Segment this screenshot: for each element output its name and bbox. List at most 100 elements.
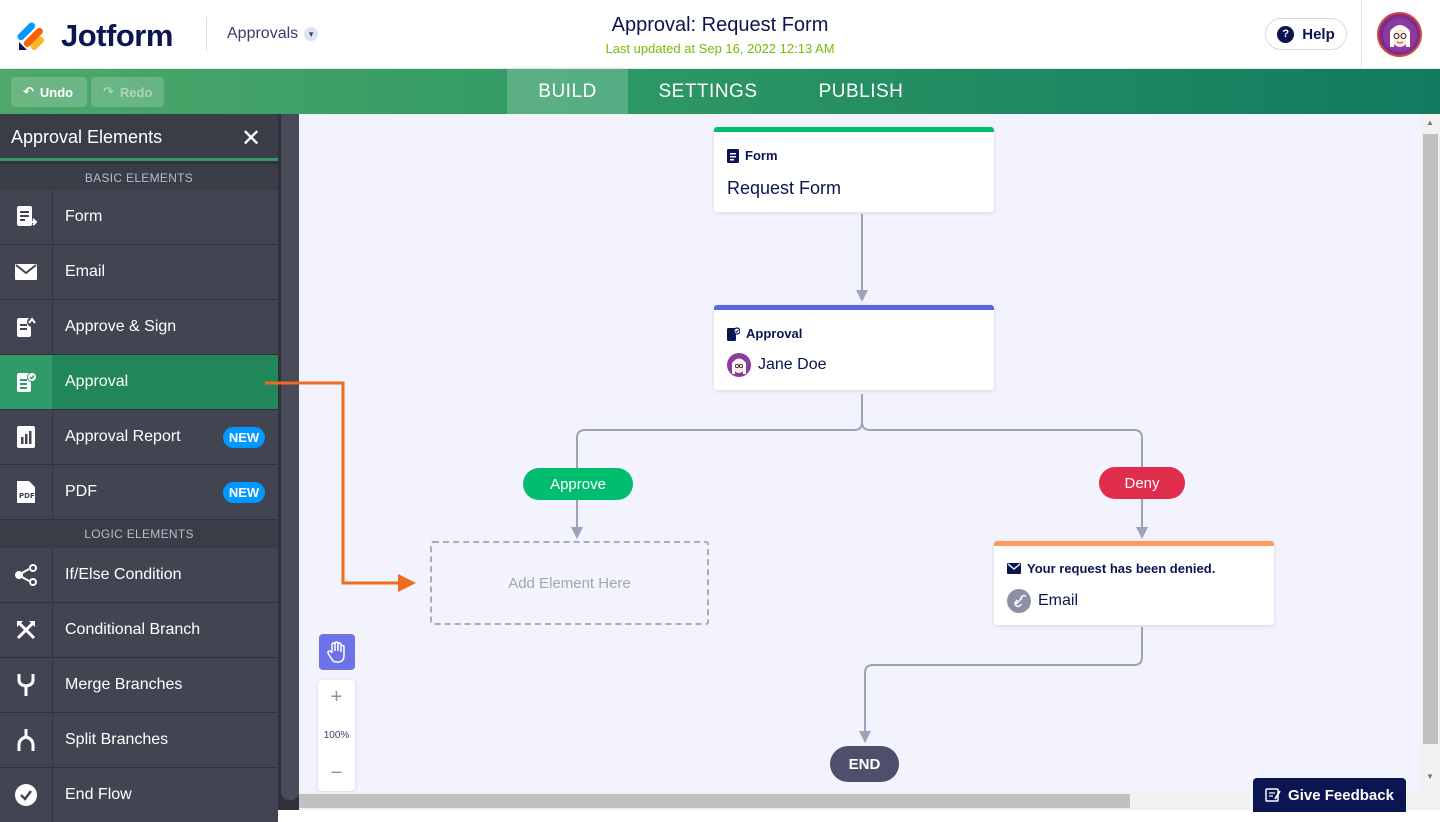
node-value: Email <box>1007 589 1078 613</box>
deny-branch-label[interactable]: Deny <box>1099 467 1185 499</box>
section-logic-elements: LOGIC ELEMENTS <box>0 520 278 548</box>
pdf-icon: PDF <box>0 465 53 519</box>
sidebar-item-merge-branches[interactable]: Merge Branches <box>0 658 278 712</box>
link-icon <box>1007 589 1031 613</box>
sidebar-item-label: Approval <box>65 373 129 390</box>
condition-icon <box>0 548 53 602</box>
sidebar-item-label: PDF <box>65 483 97 500</box>
close-icon[interactable]: ✕ <box>241 125 262 152</box>
node-color-bar <box>714 127 994 132</box>
form-node[interactable]: Form Request Form <box>714 127 994 212</box>
approval-icon <box>727 326 740 341</box>
last-updated: Last updated at Sep 16, 2022 12:13 AM <box>605 41 835 56</box>
approval-node[interactable]: Approval Jane Doe <box>714 305 994 390</box>
node-type-label: Form <box>745 148 778 163</box>
sidebar-item-form[interactable]: Form <box>0 190 278 244</box>
approve-branch-label[interactable]: Approve <box>523 468 633 500</box>
sidebar-header: Approval Elements ✕ <box>0 114 278 161</box>
form-icon <box>727 148 739 163</box>
help-button[interactable]: ? Help <box>1265 18 1347 50</box>
sidebar-item-label: Merge Branches <box>65 676 183 693</box>
form-icon <box>0 190 53 244</box>
zoom-level: 100% <box>323 730 350 741</box>
sidebar-item-label: Email <box>65 263 106 280</box>
title-block: Approval: Request Form Last updated at S… <box>520 14 920 56</box>
header-divider-right <box>1361 0 1362 69</box>
assignee-avatar <box>727 353 751 377</box>
section-basic-elements: BASIC ELEMENTS <box>0 164 278 192</box>
give-feedback-button[interactable]: Give Feedback <box>1253 778 1406 812</box>
email-node[interactable]: Your request has been denied. Email <box>994 541 1274 625</box>
canvas-vertical-scrollbar[interactable] <box>1423 134 1438 744</box>
user-avatar[interactable] <box>1377 12 1422 57</box>
conditional-branch-icon <box>0 603 53 657</box>
merge-icon <box>0 658 53 712</box>
avatar-illustration-icon <box>1382 17 1417 52</box>
sidebar-item-label: Split Branches <box>65 731 169 748</box>
hand-icon <box>327 641 345 663</box>
node-type: Form <box>727 148 778 163</box>
tab-publish[interactable]: PUBLISH <box>818 80 904 102</box>
node-value-label: Email <box>1038 592 1079 609</box>
assignee-name: Jane Doe <box>758 356 827 373</box>
elements-sidebar: Approval Elements ✕ BASIC ELEMENTS Form … <box>0 114 299 822</box>
end-node[interactable]: END <box>830 746 899 782</box>
brand-name: Jotform <box>61 18 173 53</box>
chevron-down-icon: ▾ <box>304 27 319 41</box>
feedback-label: Give Feedback <box>1288 786 1394 804</box>
node-color-bar <box>994 541 1274 546</box>
sidebar-item-if-else[interactable]: If/Else Condition <box>0 548 278 602</box>
jotform-logo-icon <box>17 20 49 52</box>
feedback-icon <box>1265 788 1281 802</box>
email-icon <box>0 245 53 299</box>
zoom-controls: + 100% − <box>318 680 355 791</box>
svg-text:PDF: PDF <box>19 492 35 500</box>
new-badge: NEW <box>223 482 265 503</box>
sidebar-item-approval[interactable]: Approval <box>0 355 278 409</box>
tab-build[interactable]: BUILD <box>507 69 628 114</box>
sidebar-item-approval-report[interactable]: Approval Report NEW <box>0 410 278 464</box>
sidebar-item-conditional-branch[interactable]: Conditional Branch <box>0 603 278 657</box>
sidebar-item-approve-sign[interactable]: Approve & Sign <box>0 300 278 354</box>
workflow-canvas[interactable]: Form Request Form Approval Jane Doe Appr… <box>299 114 1421 792</box>
email-icon <box>1007 563 1021 574</box>
add-element-dropzone[interactable]: Add Element Here <box>430 541 709 625</box>
sidebar-item-pdf[interactable]: PDF PDF NEW <box>0 465 278 519</box>
builder-toolbar: ↶ Undo ↷ Redo BUILD SETTINGS PUBLISH <box>0 69 1440 114</box>
zoom-out-button[interactable]: − <box>330 762 343 784</box>
sidebar-item-label: Conditional Branch <box>65 621 201 638</box>
flow-connectors <box>571 214 1148 743</box>
end-flow-icon <box>0 768 53 822</box>
zoom-in-button[interactable]: + <box>330 686 343 708</box>
approval-icon <box>0 355 53 409</box>
sidebar-item-email[interactable]: Email <box>0 245 278 299</box>
undo-button[interactable]: ↶ Undo <box>11 77 87 107</box>
sidebar-item-split-branches[interactable]: Split Branches <box>0 713 278 767</box>
undo-label: Undo <box>39 84 74 100</box>
sidebar-scrollbar[interactable] <box>281 114 299 800</box>
tab-settings[interactable]: SETTINGS <box>658 80 758 102</box>
split-icon <box>0 713 53 767</box>
help-label: Help <box>1302 25 1335 43</box>
node-value: Request Form <box>727 178 842 198</box>
node-type-label: Your request has been denied. <box>1027 561 1216 576</box>
sidebar-item-label: End Flow <box>65 786 132 803</box>
scroll-up-icon[interactable]: ▲ <box>1426 118 1434 127</box>
product-name: Approvals <box>227 25 299 42</box>
scroll-down-icon[interactable]: ▼ <box>1426 772 1434 781</box>
pan-tool-button[interactable] <box>319 634 355 670</box>
page-title[interactable]: Approval: Request Form <box>611 14 829 36</box>
undo-icon: ↶ <box>23 84 34 99</box>
redo-button[interactable]: ↷ Redo <box>91 77 164 107</box>
canvas-horizontal-scrollbar[interactable] <box>299 794 1130 808</box>
product-switcher[interactable]: Approvals ▾ <box>227 25 319 43</box>
node-color-bar <box>714 305 994 310</box>
sidebar-item-end-flow[interactable]: End Flow <box>0 768 278 822</box>
approve-sign-icon <box>0 300 53 354</box>
new-badge: NEW <box>223 427 265 448</box>
sidebar-item-label: Approve & Sign <box>65 318 177 335</box>
jotform-logo[interactable]: Jotform <box>17 18 173 54</box>
sidebar-item-label: Approval Report <box>65 428 181 445</box>
node-type: Your request has been denied. <box>1007 561 1215 576</box>
question-icon: ? <box>1277 25 1295 43</box>
